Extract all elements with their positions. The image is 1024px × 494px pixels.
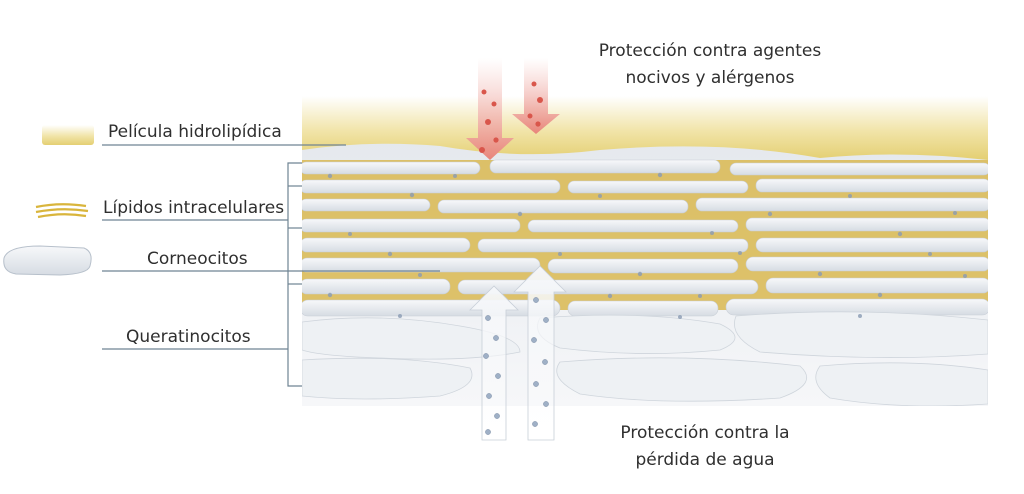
film-swatch [42, 125, 94, 145]
corneocyte-swatch [3, 245, 92, 276]
allergen-particles [479, 81, 543, 153]
top-caption-line2: nocivos y alérgenos [625, 68, 795, 88]
red-arrow-left [466, 58, 514, 160]
corneocytes-label: Corneocitos [147, 249, 248, 269]
legend-swatches [3, 125, 94, 276]
keratinocyte-cells [302, 311, 988, 406]
red-arrow-right [512, 58, 560, 134]
bottom-caption-line2: pérdida de agua [635, 450, 775, 470]
lipid-swatch [35, 203, 89, 219]
leader-lines [102, 144, 440, 387]
lipid-particles [327, 172, 967, 319]
white-arrow-right [513, 265, 567, 441]
corneocyte-rows [302, 159, 988, 317]
water-particles [483, 297, 549, 435]
lipids-label: Lípidos intracelulares [103, 198, 285, 218]
film-label: Película hidrolipídica [108, 122, 282, 142]
skin-cross-section [302, 96, 988, 406]
bottom-caption: Protección contra la pérdida de agua [585, 420, 825, 474]
bottom-caption-line1: Protección contra la [620, 423, 790, 443]
top-caption: Protección contra agentes nocivos y alér… [570, 38, 850, 92]
incoming-agents-arrows [466, 58, 560, 160]
water-loss-arrows [469, 265, 567, 441]
white-arrow-left [469, 285, 519, 441]
keratinocytes-label: Queratinocitos [126, 327, 251, 347]
top-caption-line1: Protección contra agentes [598, 41, 822, 61]
